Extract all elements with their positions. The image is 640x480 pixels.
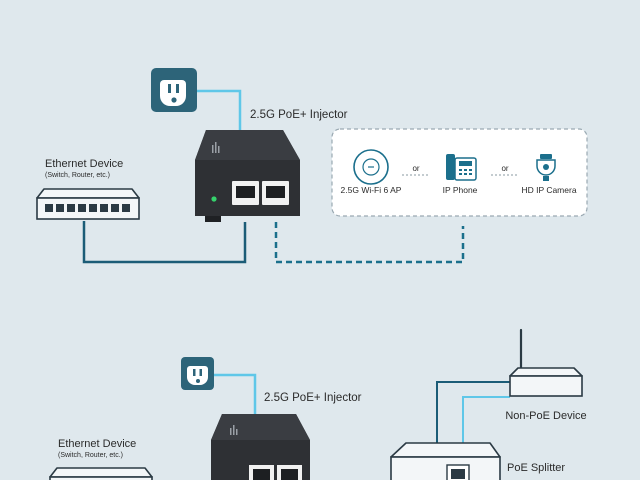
ethernet-switch-icon-bottom xyxy=(49,467,153,480)
power-outlet-icon-bottom xyxy=(181,357,214,390)
non-poe-device-label: Non-PoE Device xyxy=(505,410,586,422)
power-outlet-icon xyxy=(151,68,197,112)
device-label-phone: IP Phone xyxy=(443,185,478,195)
dc-power-cable-bottom xyxy=(436,381,510,446)
router-icon xyxy=(509,328,583,397)
ethernet-switch-icon xyxy=(36,188,140,220)
ethernet-device-title-bottom: Ethernet Device xyxy=(58,438,136,450)
ethernet-device-subtitle-bottom: (Switch, Router, etc.) xyxy=(58,452,123,459)
poe-injector-device-bottom xyxy=(211,414,310,480)
speed-dome-camera-icon xyxy=(536,154,556,181)
injector-label: 2.5G PoE+ Injector xyxy=(250,109,348,121)
power-cable xyxy=(197,89,242,131)
data-cable xyxy=(82,221,247,264)
ethernet-device-subtitle: (Switch, Router, etc.) xyxy=(45,172,110,179)
ethernet-ports xyxy=(232,181,289,205)
injector-label-bottom: 2.5G PoE+ Injector xyxy=(264,392,362,404)
separator-or-1: or xyxy=(412,164,419,173)
ethernet-device-title: Ethernet Device xyxy=(45,158,123,170)
status-led xyxy=(211,196,217,202)
poe-cable xyxy=(274,222,465,264)
poe-injector-device xyxy=(195,130,300,222)
ip-phone-icon xyxy=(446,154,477,181)
device-label-camera: HD IP Camera xyxy=(521,185,576,195)
poe-splitter-label: PoE Splitter xyxy=(507,462,565,474)
device-label-ap: 2.5G Wi-Fi 6 AP xyxy=(341,185,402,195)
data-cable-bottom xyxy=(462,396,510,446)
separator-or-2: or xyxy=(501,164,508,173)
powered-devices-panel: 2.5G Wi-Fi 6 AP or IP Phone or HD IP Cam… xyxy=(331,128,588,217)
ceiling-access-point-icon xyxy=(353,149,389,185)
power-cable-bottom xyxy=(214,373,257,414)
poe-splitter-icon xyxy=(390,442,501,480)
